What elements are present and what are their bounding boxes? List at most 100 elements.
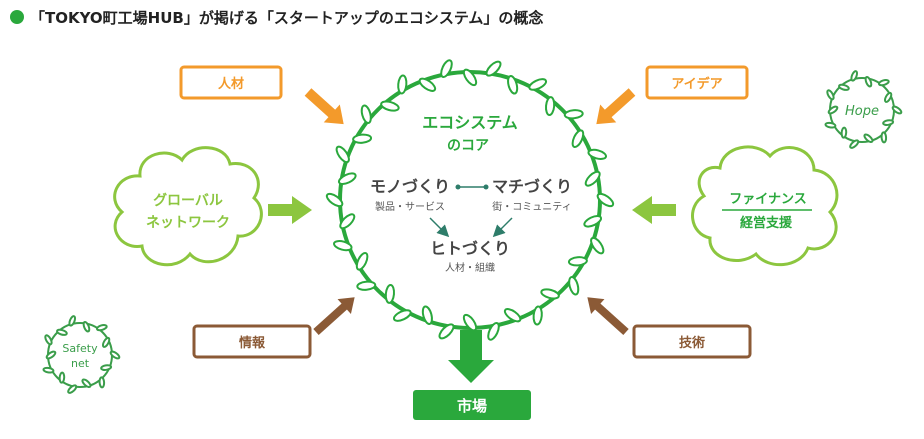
leaf-ornament xyxy=(418,77,437,92)
leaf-ornament xyxy=(355,251,369,271)
leaf-ornament xyxy=(849,139,860,149)
leaf-ornament xyxy=(877,79,890,87)
bullet-dot-icon xyxy=(10,10,24,24)
leaf-ornament xyxy=(827,105,839,115)
leaf-ornament xyxy=(826,89,835,101)
node-hito-label: ヒトづくり xyxy=(430,239,510,258)
arrow-finance xyxy=(632,196,676,224)
input-jinzai-box: 人材 xyxy=(179,65,283,100)
leaf-ornament xyxy=(360,104,372,125)
leaf-ornament xyxy=(462,68,478,87)
arrow-idea xyxy=(596,88,636,125)
leaf-ornament xyxy=(384,283,396,304)
connector-dot-left xyxy=(455,184,461,190)
leaf-ornament xyxy=(838,83,850,91)
leaf-ornament xyxy=(98,376,106,389)
leaf-ornament xyxy=(544,96,556,117)
leaf-ornament xyxy=(81,378,92,389)
cloud-finance: ファイナンス 経営支援 xyxy=(691,145,839,267)
leaf-ornament xyxy=(109,350,121,360)
leaf-ornament xyxy=(863,133,874,144)
input-joho-box: 情報 xyxy=(192,324,312,359)
leaf-ornament xyxy=(438,323,455,340)
leaf-ornament xyxy=(380,100,400,112)
safety-net-badge: Safety net xyxy=(42,315,121,394)
arrow-jinzai xyxy=(304,88,344,125)
node-mono-sub: 製品・サービス xyxy=(375,200,445,213)
leaf-ornament xyxy=(532,305,543,326)
safety-text-line2: net xyxy=(71,357,90,370)
leaf-ornament xyxy=(891,105,903,115)
hope-badge: Hope xyxy=(824,70,903,149)
leaf-ornament xyxy=(487,322,500,341)
leaf-ornament xyxy=(337,172,357,185)
leaf-ornament xyxy=(882,119,895,126)
leaf-ornament xyxy=(42,366,55,374)
leaf-ornament xyxy=(587,148,607,160)
leaf-ornament xyxy=(58,371,66,384)
market-label: 市場 xyxy=(457,397,487,415)
core-title-line1: エコシステム xyxy=(422,113,518,132)
leaf-ornament xyxy=(485,60,502,77)
node-machi-label: マチづくり xyxy=(492,177,572,196)
leaf-ornament xyxy=(824,121,837,129)
input-joho-label: 情報 xyxy=(239,335,266,351)
cloud-finance-line2: 経営支援 xyxy=(740,215,793,231)
leaf-ornament xyxy=(339,213,356,230)
leaf-ornament xyxy=(45,350,57,360)
leaf-ornament xyxy=(584,170,601,187)
arrow-gijutsu xyxy=(587,297,629,335)
input-jinzai-label: 人材 xyxy=(218,76,244,92)
leaf-ornament xyxy=(333,240,353,252)
leaf-ornament xyxy=(56,328,68,336)
arrow-market xyxy=(448,330,494,383)
leaf-ornament xyxy=(325,192,344,208)
leaf-ornament xyxy=(101,336,111,348)
cloud-global-line2: ネットワーク xyxy=(146,215,230,231)
connector-dot-right xyxy=(483,184,489,190)
leaf-ornament xyxy=(503,308,522,323)
input-idea-label: アイデア xyxy=(671,76,722,92)
node-mono-label: モノづくり xyxy=(370,177,450,196)
title-text: 「TOKYO町工場HUB」が掲げる「スタートアップのエコシステム」の概念 xyxy=(30,8,544,27)
market-box: 市場 xyxy=(413,390,531,420)
leaf-ornament xyxy=(567,256,588,267)
leaf-ornament xyxy=(840,126,848,139)
safety-text-line1: Safety xyxy=(62,342,98,355)
leaf-ornament xyxy=(95,324,108,332)
leaf-ornament xyxy=(356,280,377,291)
leaf-ornament xyxy=(82,321,91,333)
leaf-ornament xyxy=(540,288,560,300)
leaf-ornament xyxy=(568,275,580,296)
leaf-ornament xyxy=(583,215,603,228)
hope-text: Hope xyxy=(845,104,879,119)
leaf-ornament xyxy=(392,309,412,322)
leaf-ornament xyxy=(397,74,408,95)
leaf-ornament xyxy=(563,109,584,120)
leaf-ornament xyxy=(440,59,453,78)
diagram-title: 「TOKYO町工場HUB」が掲げる「スタートアップのエコシステム」の概念 xyxy=(10,6,543,28)
leaf-ornament xyxy=(67,384,78,394)
core-title-line2: のコア xyxy=(447,138,489,154)
leaf-ornament xyxy=(883,91,893,103)
leaf-ornament xyxy=(864,76,873,88)
core-wreath xyxy=(325,59,615,341)
arrow-joho xyxy=(313,297,355,335)
cloud-finance-line1: ファイナンス xyxy=(729,192,806,207)
leaf-ornament xyxy=(596,192,615,208)
leaf-ornament xyxy=(462,313,478,332)
leaf-ornament xyxy=(528,78,548,91)
input-gijutsu-box: 技術 xyxy=(632,324,752,359)
leaf-ornament xyxy=(100,364,113,371)
leaf-ornament xyxy=(352,133,373,144)
leaf-ornament xyxy=(571,129,585,149)
leaf-ornament xyxy=(880,131,888,144)
leaf-ornament xyxy=(590,236,605,255)
input-idea-box: アイデア xyxy=(645,65,749,100)
leaf-ornament xyxy=(850,70,859,82)
leaf-ornament xyxy=(421,305,433,325)
leaf-ornament xyxy=(44,334,53,346)
node-hito-sub: 人材・組織 xyxy=(445,261,495,274)
cloud-global-line1: グローバル xyxy=(153,192,223,209)
